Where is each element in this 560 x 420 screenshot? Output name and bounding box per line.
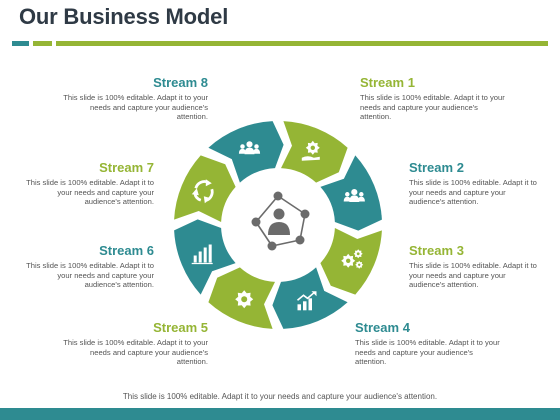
stream-7-description: This slide is 100% editable. Adapt it to…: [26, 178, 154, 207]
title-underline-bar: [56, 41, 548, 46]
stream-1-description: This slide is 100% editable. Adapt it to…: [360, 93, 505, 122]
gear-hand-icon: [301, 140, 320, 161]
stream-8-block: Stream 8 This slide is 100% editable. Ad…: [58, 75, 208, 122]
bar-chart-icon: [191, 244, 213, 265]
stream-5-label: Stream 5: [153, 320, 208, 335]
title-accent-bar: [33, 41, 52, 46]
stream-4-description: This slide is 100% editable. Adapt it to…: [355, 338, 500, 367]
stream-6-label: Stream 6: [99, 243, 154, 258]
stream-1-label: Stream 1: [360, 75, 415, 90]
stream-2-block: Stream 2 This slide is 100% editable. Ad…: [409, 160, 539, 207]
footer-text: This slide is 100% editable. Adapt it to…: [122, 392, 438, 401]
gears-icon: [341, 249, 364, 269]
growth-chart-icon: [296, 291, 317, 311]
stream-8-description: This slide is 100% editable. Adapt it to…: [63, 93, 208, 122]
stream-3-description: This slide is 100% editable. Adapt it to…: [409, 261, 537, 290]
stream-3-block: Stream 3 This slide is 100% editable. Ad…: [409, 243, 539, 290]
team-icon: [238, 141, 261, 155]
gear-icon: [235, 290, 254, 309]
stream-3-label: Stream 3: [409, 243, 464, 258]
stream-4-segment: [272, 267, 348, 329]
stream-7-segment: [174, 155, 236, 222]
stream-4-label: Stream 4: [355, 320, 410, 335]
page-title: Our Business Model: [19, 4, 229, 29]
stream-7-label: Stream 7: [99, 160, 154, 175]
stream-4-block: Stream 4 This slide is 100% editable. Ad…: [355, 320, 505, 367]
stream-7-block: Stream 7 This slide is 100% editable. Ad…: [24, 160, 154, 207]
stream-2-description: This slide is 100% editable. Adapt it to…: [409, 178, 537, 207]
stream-5-description: This slide is 100% editable. Adapt it to…: [63, 338, 208, 367]
stream-5-block: Stream 5 This slide is 100% editable. Ad…: [58, 320, 208, 367]
stream-1-block: Stream 1 This slide is 100% editable. Ad…: [360, 75, 510, 122]
business-network-icon: [251, 191, 310, 251]
team-icon: [343, 189, 365, 202]
footer-bar: [0, 408, 560, 420]
stream-6-description: This slide is 100% editable. Adapt it to…: [26, 261, 154, 290]
stream-8-label: Stream 8: [153, 75, 208, 90]
stream-2-label: Stream 2: [409, 160, 464, 175]
recycle-arrows-icon: [191, 179, 214, 204]
stream-6-block: Stream 6 This slide is 100% editable. Ad…: [24, 243, 154, 290]
stream-2-segment: [320, 155, 382, 231]
title-accent-bar: [12, 41, 29, 46]
